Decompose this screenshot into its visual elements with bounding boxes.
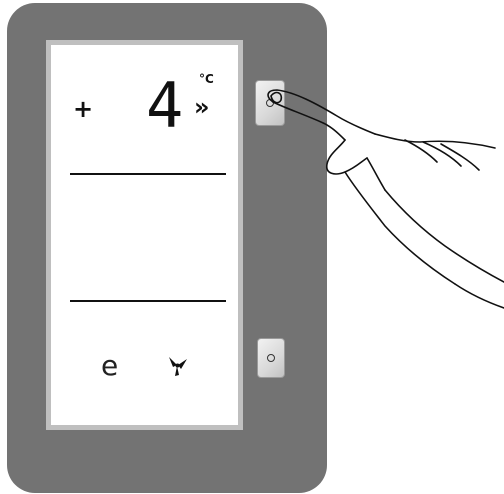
temperature-value: 4 <box>146 75 183 137</box>
circle-icon <box>267 354 275 362</box>
display-divider-top <box>70 173 226 175</box>
chevron-right-icon: » <box>194 93 210 121</box>
plus-sign: + <box>73 95 93 123</box>
mode-button[interactable] <box>257 338 285 378</box>
fan-icon <box>167 355 189 377</box>
eco-icon: e <box>101 349 118 382</box>
display-divider-bottom <box>70 300 226 302</box>
pointing-hand-icon <box>255 78 504 310</box>
temperature-unit: °C <box>199 72 214 86</box>
lcd-display: + 4 °C » e <box>46 40 243 430</box>
